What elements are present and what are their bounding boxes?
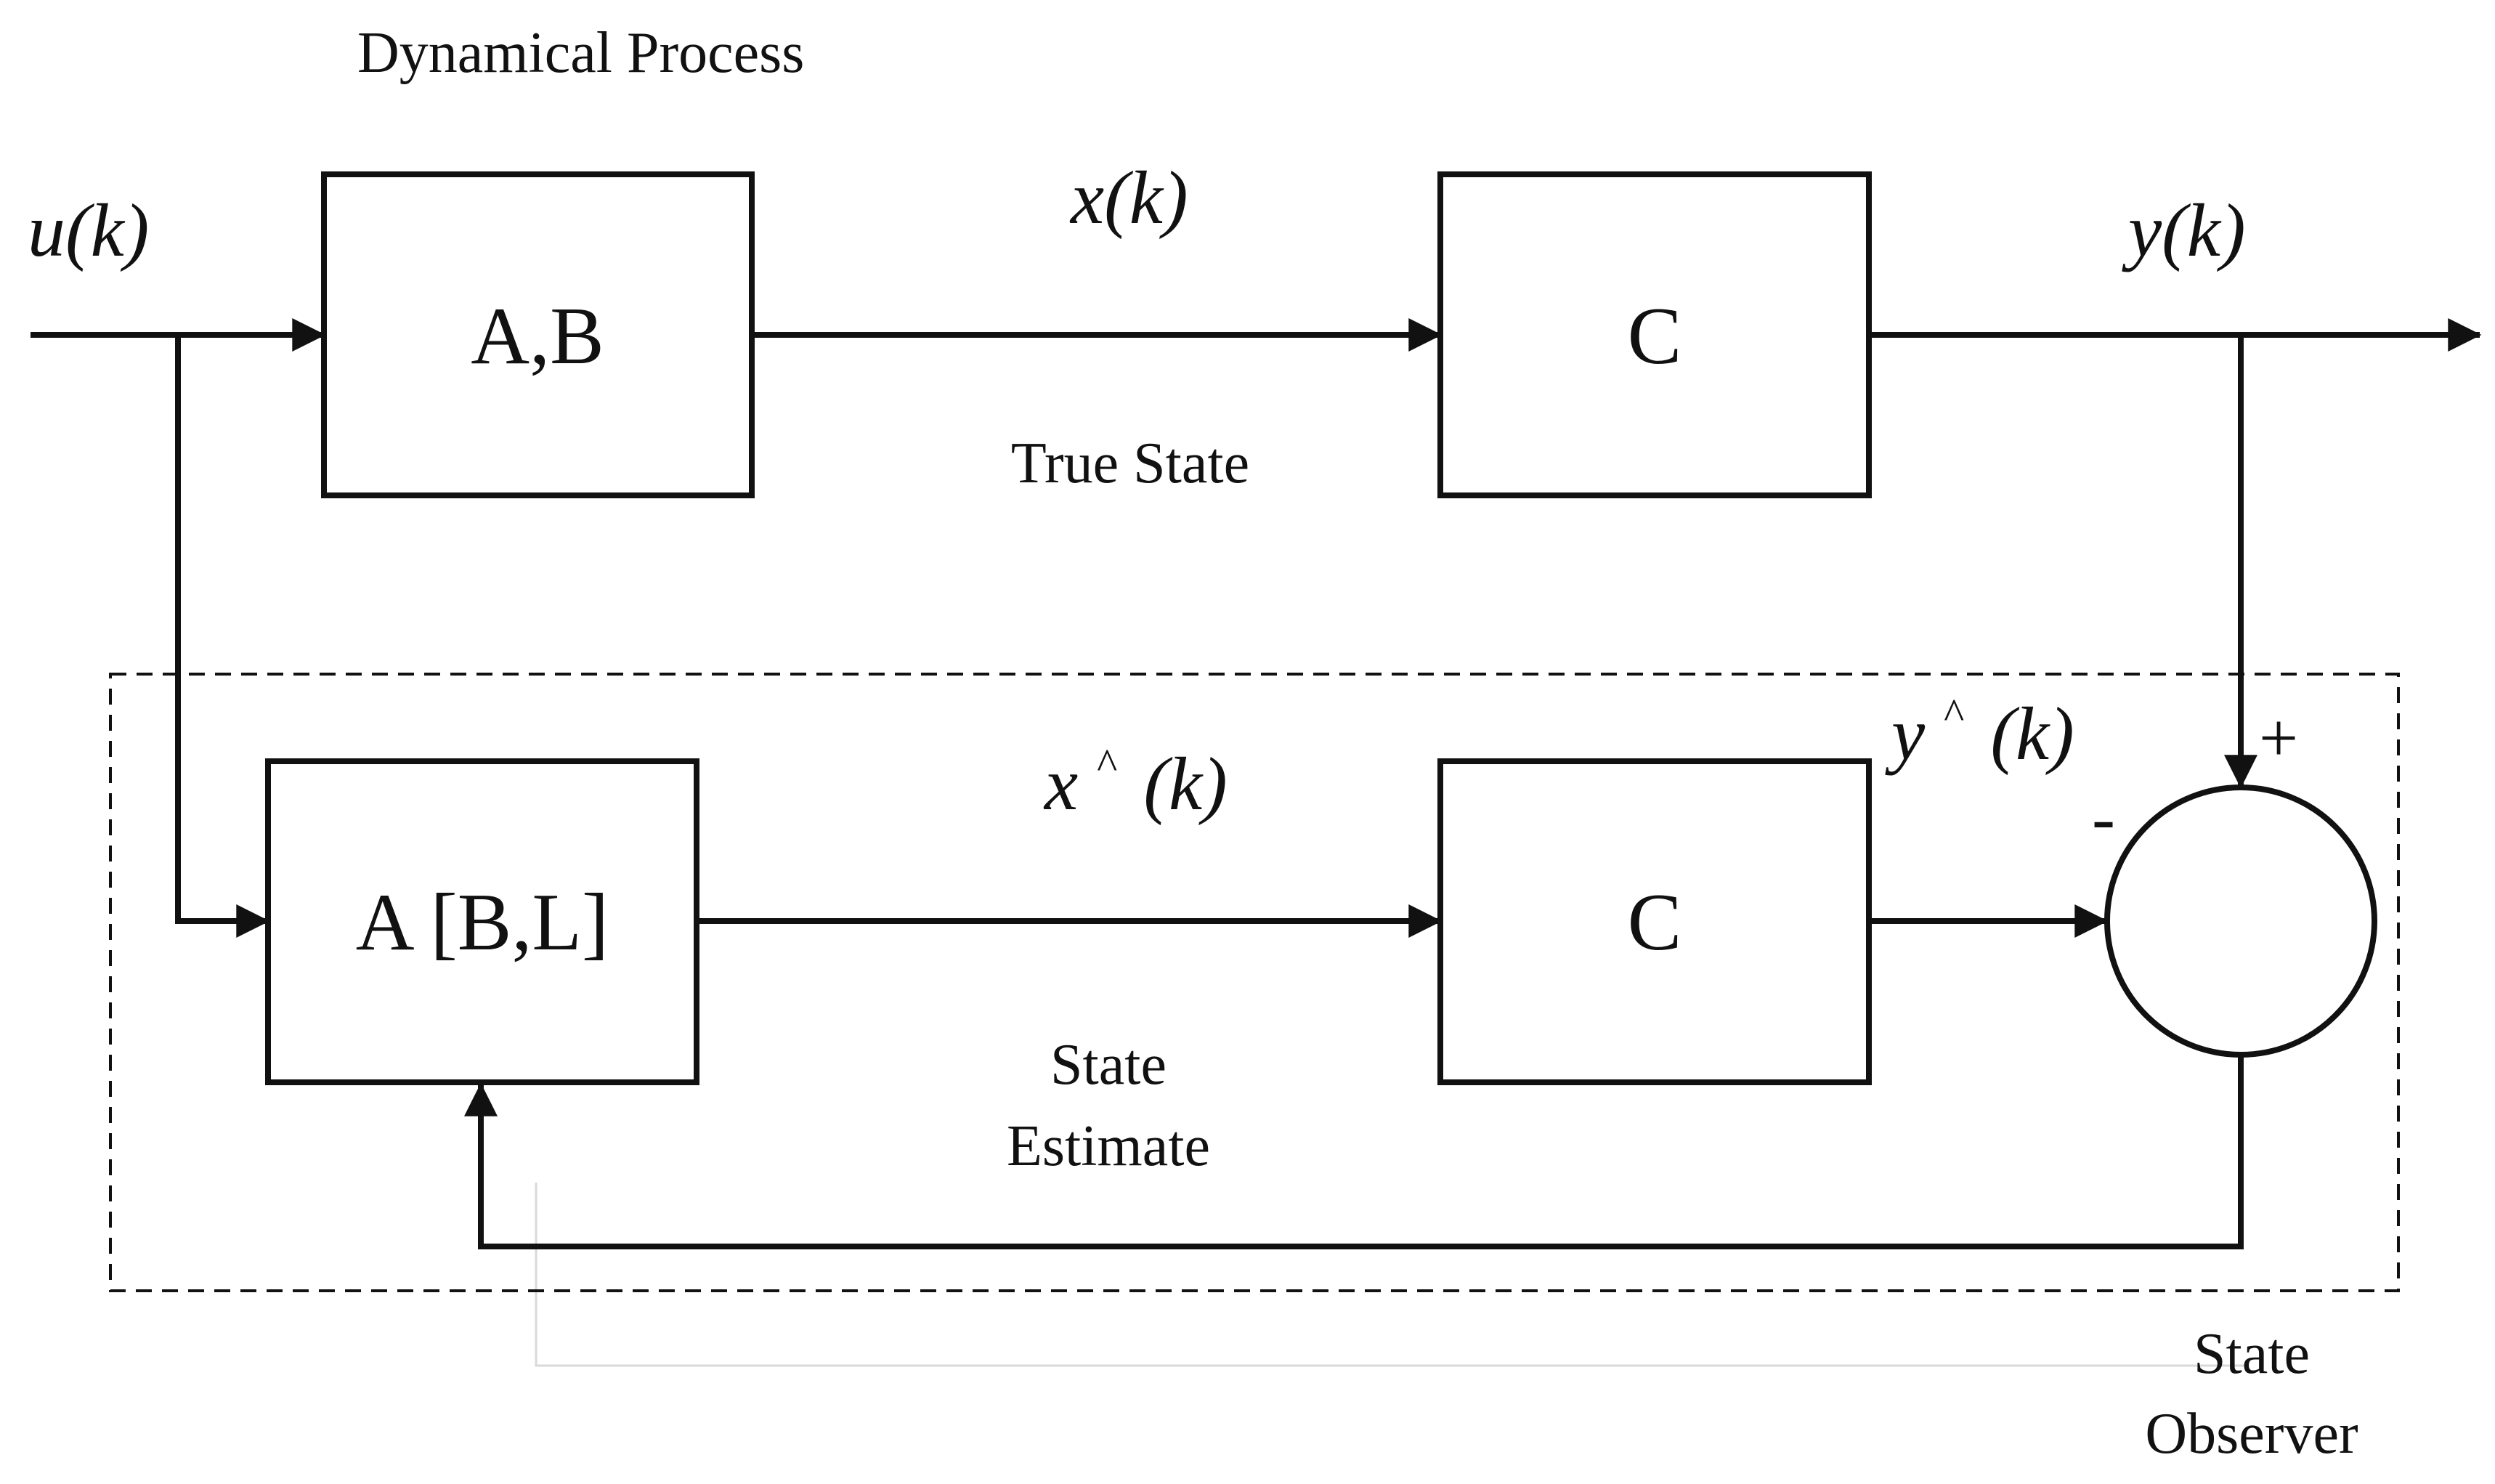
observer-output-block [1437, 758, 1872, 1085]
state-observer-boundary [109, 673, 2400, 1292]
process-output-block [1437, 171, 1872, 498]
state-observer-label-line1: State [2194, 1322, 2310, 1386]
estimated-output-signal-label: y ^ (k) [1885, 662, 2074, 776]
true-state-label: True State [1011, 431, 1249, 495]
dynamical-process-label: Dynamical Process [357, 21, 804, 85]
estimated-state-signal-label: x ^ (k) [1043, 712, 1228, 826]
output-signal-label: y(k) [2122, 189, 2246, 272]
input-branch-line [175, 335, 270, 938]
innovation-feedback-line [464, 1055, 2244, 1249]
state-observer-label-line2: Observer [2145, 1402, 2358, 1466]
estimated-output-arg: (k) [1990, 692, 2074, 776]
input-signal-label: u(k) [28, 189, 149, 272]
observer-dynamics-block [265, 758, 699, 1085]
process-dynamics-block [321, 171, 755, 498]
state-estimate-label-line1: State [1050, 1033, 1167, 1097]
estimated-state-hat: ^ [1097, 740, 1117, 788]
estimated-state-base: x [1043, 742, 1078, 826]
minus-sign: - [2092, 779, 2115, 856]
signal-lines [31, 318, 2482, 1249]
plus-sign: + [2259, 699, 2298, 777]
summing-junction [2104, 784, 2377, 1058]
true-state-signal-label: x(k) [1069, 156, 1188, 240]
estimated-output-hat: ^ [1944, 690, 1964, 738]
estimated-state-arg: (k) [1143, 742, 1227, 826]
process-output-label: C [1628, 291, 1682, 381]
faint-guide-lines [535, 1183, 2244, 1367]
estimated-output-base: y [1885, 692, 1926, 776]
blocks [265, 171, 2377, 1085]
state-estimate-label-line2: Estimate [1007, 1114, 1210, 1178]
observer-dynamics-label: A [B,L] [356, 877, 609, 968]
process-dynamics-label: A,B [471, 291, 604, 381]
observer-output-label: C [1628, 877, 1682, 968]
